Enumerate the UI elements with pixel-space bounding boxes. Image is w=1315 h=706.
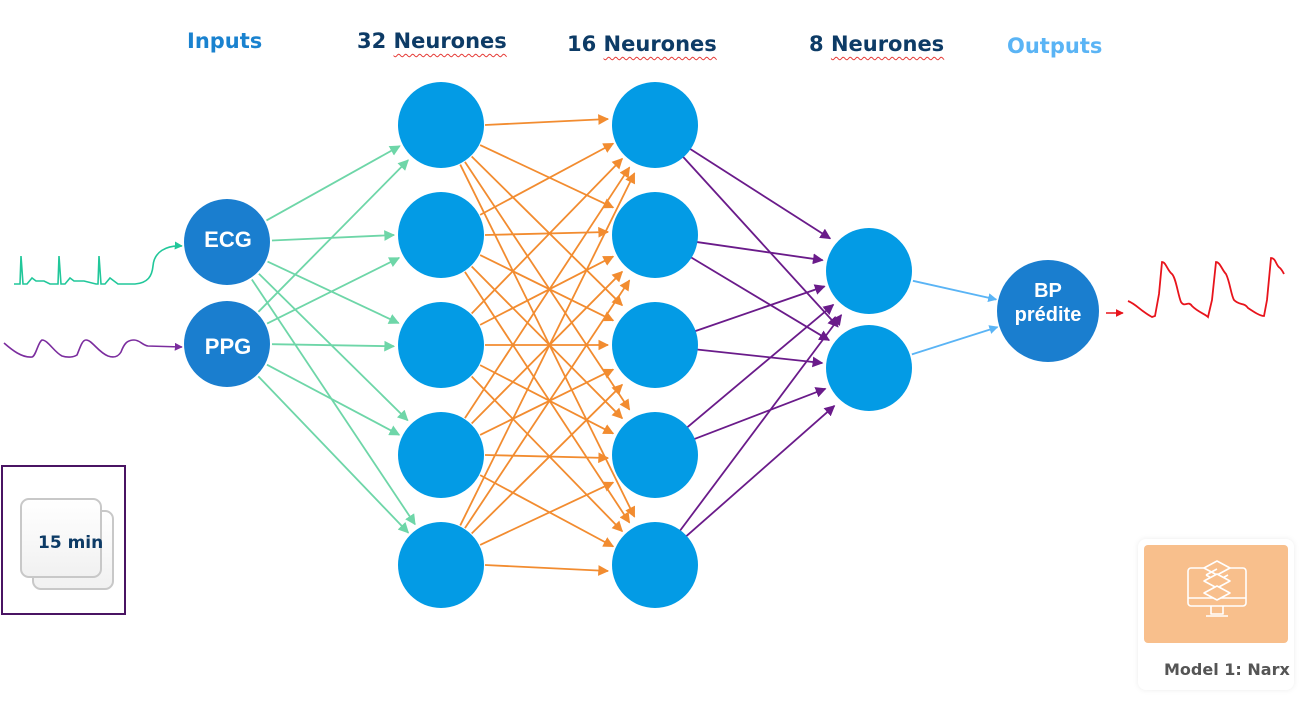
hidden1-neuron bbox=[398, 82, 484, 168]
hidden2-neuron bbox=[612, 192, 698, 278]
edge-hidden1-to-hidden2 bbox=[479, 142, 615, 216]
layer-2-count: 16 bbox=[567, 32, 597, 56]
bp-predicted-signal-icon bbox=[1127, 257, 1285, 319]
edge-hidden2-to-hidden3 bbox=[689, 255, 831, 341]
edge-hidden1-to-hidden2 bbox=[479, 254, 615, 322]
edge-hidden1-to-hidden2 bbox=[484, 226, 610, 238]
hidden2-neuron bbox=[612, 82, 698, 168]
ppg-signal-icon bbox=[3, 339, 183, 358]
edge-input-to-hidden1 bbox=[266, 257, 401, 325]
output-node-bp bbox=[997, 260, 1099, 362]
window-size-box: 15 min bbox=[1, 465, 126, 615]
hidden1-neuron bbox=[398, 302, 484, 388]
edge-hidden1-to-hidden2 bbox=[484, 452, 610, 464]
input-node-ecg bbox=[184, 199, 270, 285]
edge-hidden2-to-hidden3 bbox=[681, 155, 839, 328]
edge-hidden1-to-hidden2 bbox=[459, 164, 636, 518]
window-card-front bbox=[20, 498, 102, 578]
edge-input-to-hidden1 bbox=[266, 145, 401, 222]
model-thumbnail bbox=[1144, 545, 1288, 643]
edge-hidden3-to-output bbox=[911, 325, 999, 356]
hidden2-neuron bbox=[612, 522, 698, 608]
layer-3-word: Neurones bbox=[830, 32, 945, 56]
edge-hidden1-to-hidden2 bbox=[484, 114, 610, 126]
hidden1-neuron bbox=[398, 522, 484, 608]
edge-input-to-hidden1 bbox=[267, 260, 400, 324]
edge-hidden1-to-hidden2 bbox=[471, 265, 623, 420]
header-layer-3: 8 Neurones bbox=[809, 32, 944, 56]
edge-hidden1-to-hidden2 bbox=[471, 155, 623, 307]
edge-hidden2-to-hidden3 bbox=[678, 314, 843, 533]
layer-1-word: Neurones bbox=[393, 29, 507, 53]
edge-input-to-hidden1 bbox=[271, 230, 396, 242]
edge-hidden2-to-hidden3 bbox=[693, 284, 826, 333]
edge-hidden1-to-hidden2 bbox=[471, 383, 623, 535]
edge-hidden1-to-hidden2 bbox=[479, 474, 615, 548]
edge-hidden2-to-hidden3 bbox=[695, 348, 824, 368]
edge-input-to-hidden1 bbox=[266, 363, 401, 436]
edge-hidden1-to-hidden2 bbox=[471, 375, 623, 533]
hidden3-neuron bbox=[826, 325, 912, 411]
layer-1-count: 32 bbox=[357, 29, 387, 53]
layer-2-word: Neurones bbox=[603, 32, 717, 56]
header-layer-2: 16 Neurones bbox=[567, 32, 717, 56]
header-layer-1: 32 Neurones bbox=[357, 29, 507, 53]
edge-input-to-hidden1 bbox=[251, 279, 416, 526]
edge-hidden1-to-hidden2 bbox=[464, 166, 631, 419]
header-outputs: Outputs bbox=[1007, 34, 1103, 58]
edges-group bbox=[251, 114, 999, 576]
hidden1-neuron bbox=[398, 412, 484, 498]
edge-hidden1-to-hidden2 bbox=[471, 157, 623, 315]
hidden2-neuron bbox=[612, 302, 698, 388]
nodes-group bbox=[184, 82, 1099, 608]
edge-hidden1-to-hidden2 bbox=[459, 172, 636, 526]
hidden2-neuron bbox=[612, 412, 698, 498]
header-inputs: Inputs bbox=[187, 29, 263, 53]
edge-input-to-hidden1 bbox=[257, 375, 410, 534]
edge-hidden1-to-hidden2 bbox=[479, 368, 615, 436]
window-size-label: 15 min bbox=[38, 533, 104, 553]
edge-hidden2-to-hidden3 bbox=[688, 147, 832, 240]
model-card-label: Model 1: Narx bbox=[1164, 660, 1290, 679]
edge-hidden1-to-hidden2 bbox=[464, 161, 631, 411]
edge-input-to-hidden1 bbox=[258, 273, 409, 422]
edge-hidden1-to-hidden2 bbox=[464, 271, 631, 524]
edge-hidden1-to-hidden2 bbox=[479, 364, 615, 435]
edge-hidden1-to-hidden2 bbox=[479, 255, 615, 326]
edge-hidden1-to-hidden2 bbox=[464, 279, 631, 529]
edge-hidden1-to-hidden2 bbox=[471, 270, 623, 425]
edge-hidden2-to-hidden3 bbox=[692, 387, 827, 441]
ecg-signal-icon bbox=[14, 241, 183, 285]
edge-hidden2-to-hidden3 bbox=[685, 303, 835, 429]
hidden3-neuron bbox=[826, 228, 912, 314]
edge-hidden1-to-hidden2 bbox=[479, 481, 615, 546]
input-node-ppg bbox=[184, 301, 270, 387]
edge-hidden1-to-hidden2 bbox=[484, 564, 610, 576]
edge-hidden2-to-hidden3 bbox=[695, 240, 824, 265]
edge-hidden1-to-hidden2 bbox=[479, 144, 615, 209]
layer-3-count: 8 bbox=[809, 32, 824, 56]
hidden1-neuron bbox=[398, 192, 484, 278]
edge-input-to-hidden1 bbox=[257, 159, 409, 313]
layers-monitor-icon bbox=[1187, 560, 1247, 617]
edge-hidden3-to-output bbox=[912, 279, 998, 303]
edge-hidden2-to-hidden3 bbox=[684, 405, 836, 538]
model-card[interactable]: Model 1: Narx bbox=[1138, 539, 1294, 690]
edge-input-to-hidden1 bbox=[271, 340, 396, 352]
